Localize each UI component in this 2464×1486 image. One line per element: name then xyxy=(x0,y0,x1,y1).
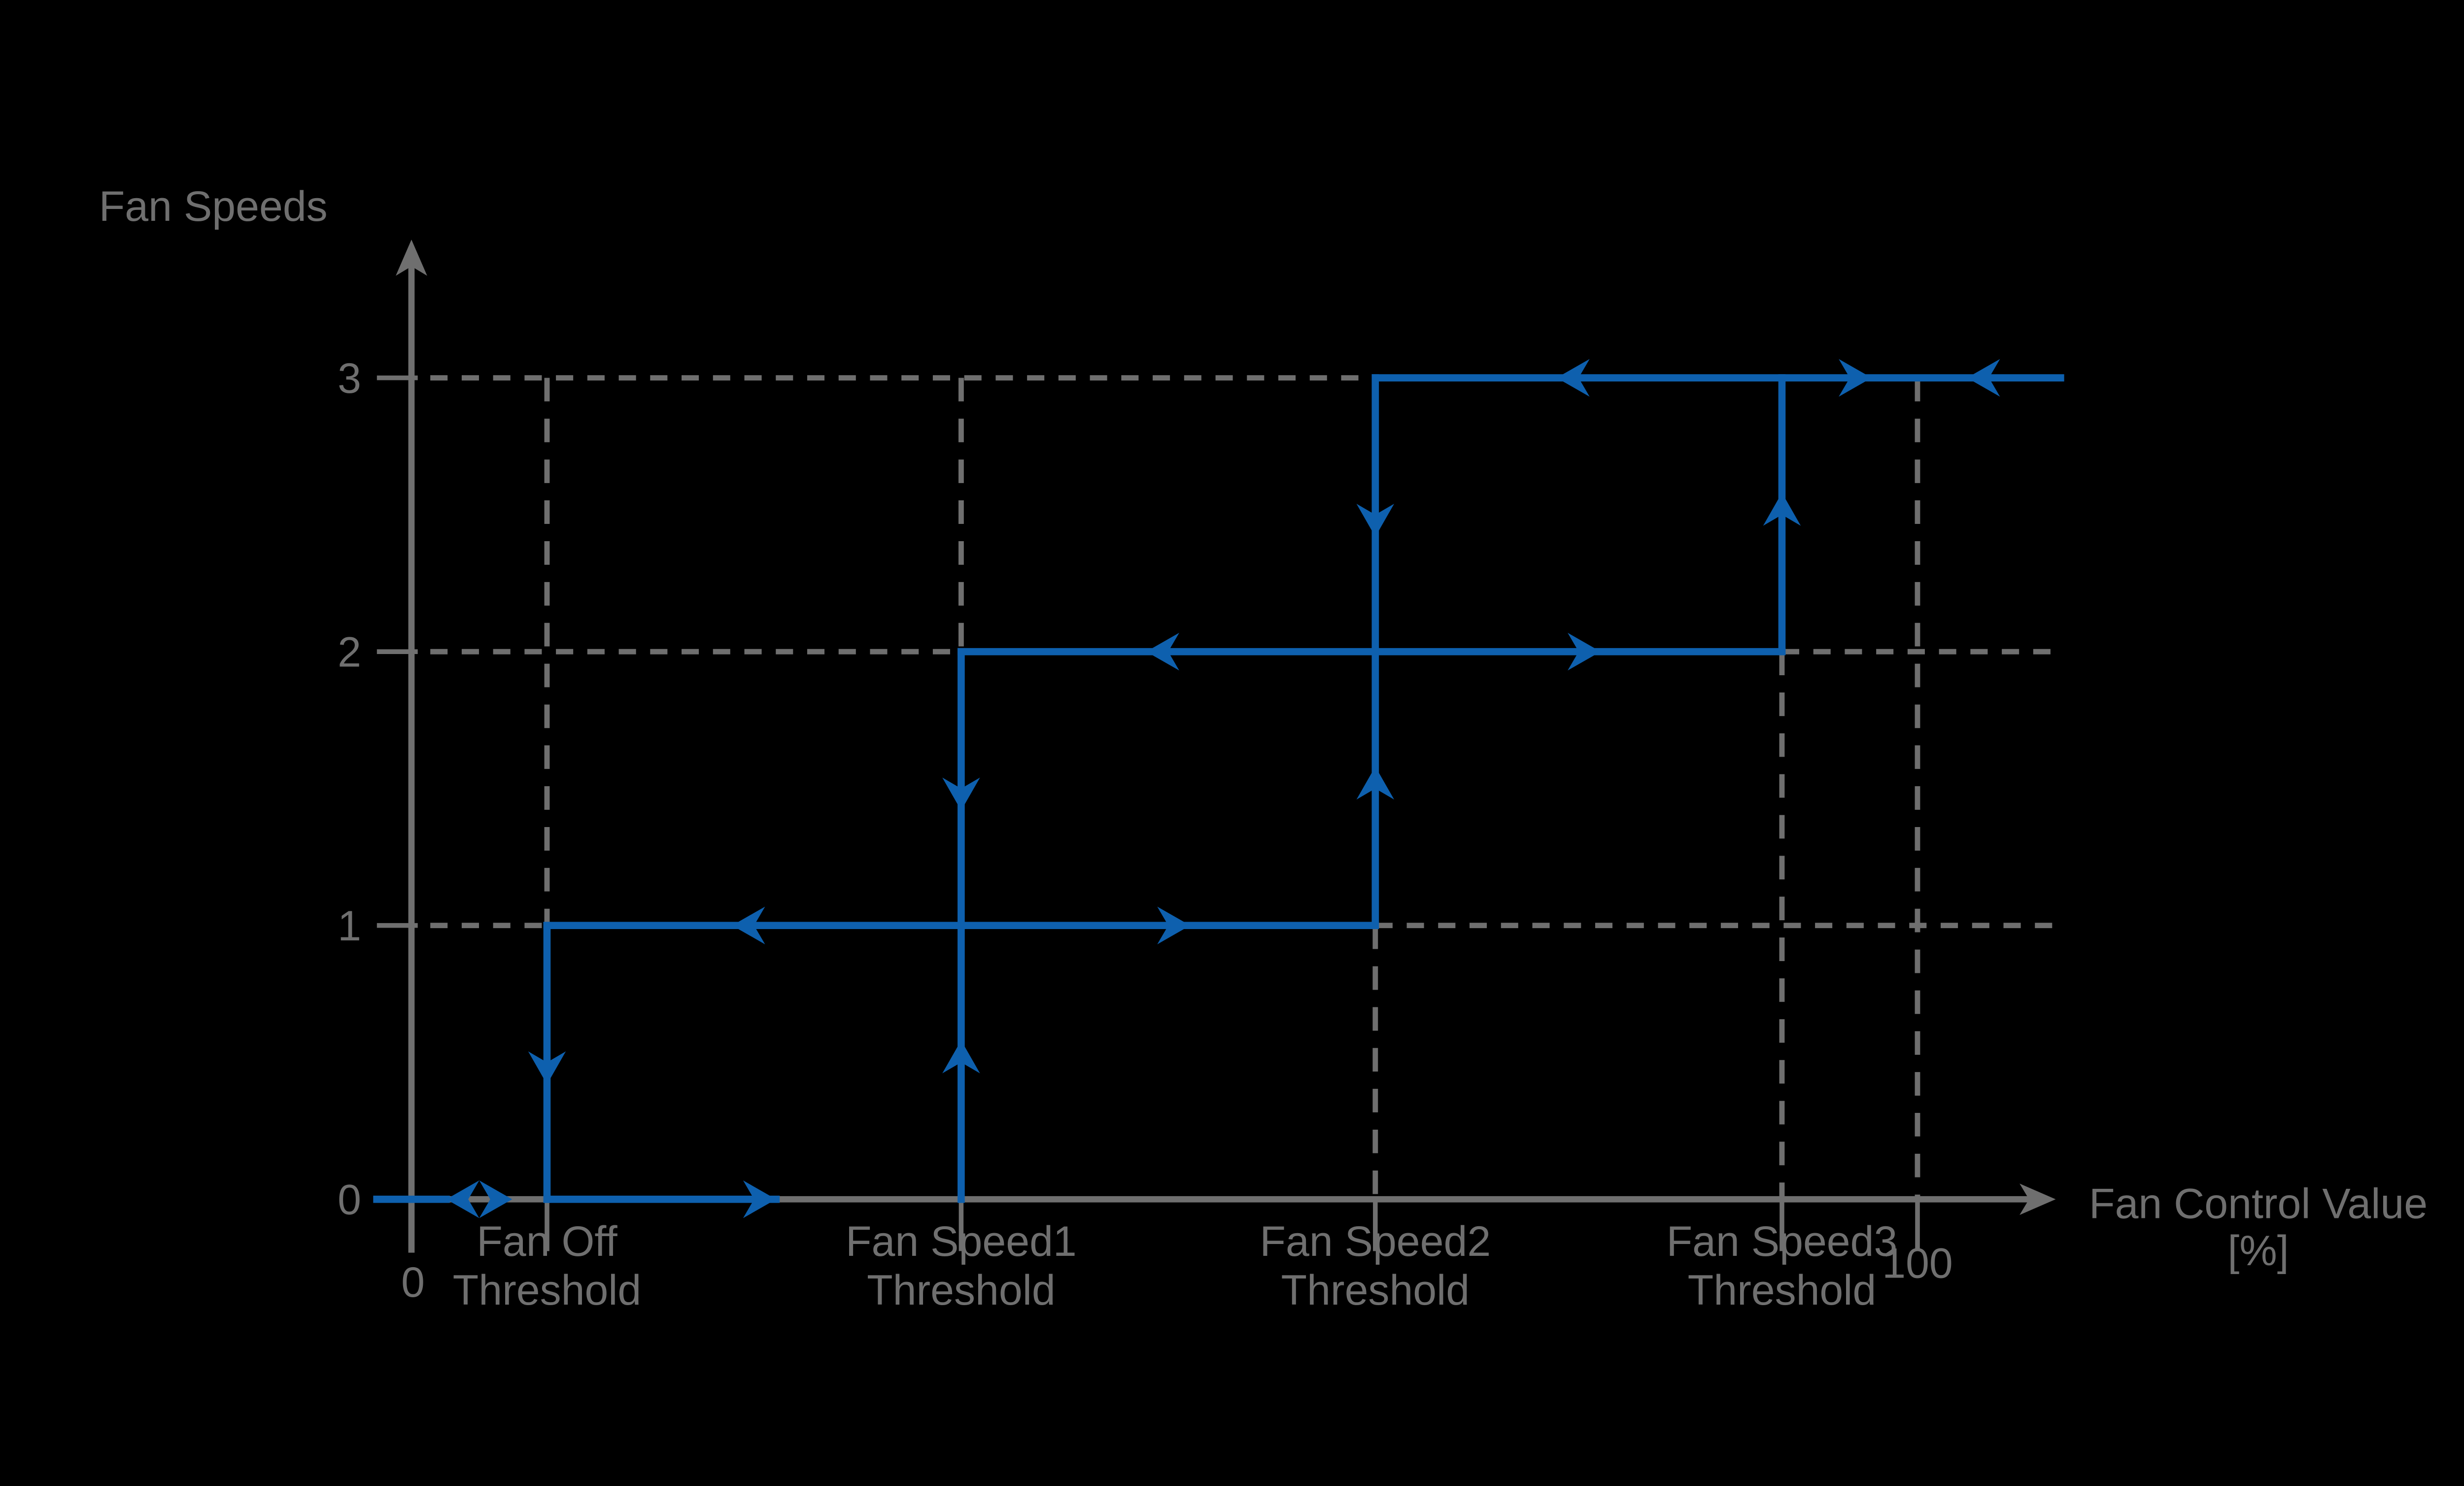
arrowhead-up-icon xyxy=(942,1040,980,1073)
arrowhead-up-icon xyxy=(1356,766,1395,800)
hysteresis-curve-layer xyxy=(373,359,2064,1218)
x-axis-title-line1: Fan Control Value xyxy=(2089,1180,2428,1227)
y-tick-label-0: 0 xyxy=(338,1176,361,1224)
y-axis-arrow-icon xyxy=(396,240,427,276)
arrowhead-right-icon xyxy=(743,1180,776,1218)
arrowhead-left-icon xyxy=(732,906,765,944)
arrowhead-up-icon xyxy=(1763,492,1801,526)
labels-layer: Fan Speeds 3 2 1 0 0 Fan Off Threshold F… xyxy=(99,183,2428,1314)
gridlines-layer xyxy=(430,375,2057,1200)
arrowhead-left-icon xyxy=(1556,359,1590,397)
arrowhead-down-icon xyxy=(942,777,980,811)
arrowhead-right-icon xyxy=(1839,359,1872,397)
x-tick-label-speed3-line2: Threshold xyxy=(1688,1267,1877,1314)
arrowhead-right-icon xyxy=(1568,632,1601,671)
x-axis-title-line2: [%] xyxy=(2227,1227,2289,1275)
x-axis-arrow-icon xyxy=(2019,1183,2056,1215)
chart-title: Fan Speeds xyxy=(99,183,328,230)
arrowhead-down-icon xyxy=(528,1051,566,1085)
arrowhead-down-icon xyxy=(1356,504,1395,537)
arrowhead-left-icon xyxy=(1146,632,1179,671)
x-tick-label-origin: 0 xyxy=(401,1259,425,1306)
x-tick-label-fan-off-line1: Fan Off xyxy=(477,1218,617,1265)
x-tick-label-speed2-line2: Threshold xyxy=(1281,1267,1470,1314)
x-tick-label-speed2-line1: Fan Speed2 xyxy=(1260,1218,1491,1265)
x-tick-label-speed3-line1: Fan Speed3 xyxy=(1667,1218,1898,1265)
x-tick-label-100: 100 xyxy=(1882,1240,1953,1287)
axes-layer xyxy=(376,240,2056,1253)
y-tick-label-3: 3 xyxy=(338,355,361,402)
y-tick-label-1: 1 xyxy=(338,902,361,950)
arrowhead-left-icon xyxy=(1967,359,2000,397)
x-tick-label-speed1-line1: Fan Speed1 xyxy=(846,1218,1077,1265)
y-tick-label-2: 2 xyxy=(338,628,361,676)
axis-ticks xyxy=(376,375,1920,1251)
arrowhead-right-icon xyxy=(479,1180,513,1218)
arrowhead-right-icon xyxy=(1157,906,1191,944)
x-tick-label-speed1-line2: Threshold xyxy=(867,1267,1056,1314)
x-tick-label-fan-off-line2: Threshold xyxy=(453,1267,642,1314)
arrowhead-left-icon xyxy=(446,1180,479,1218)
